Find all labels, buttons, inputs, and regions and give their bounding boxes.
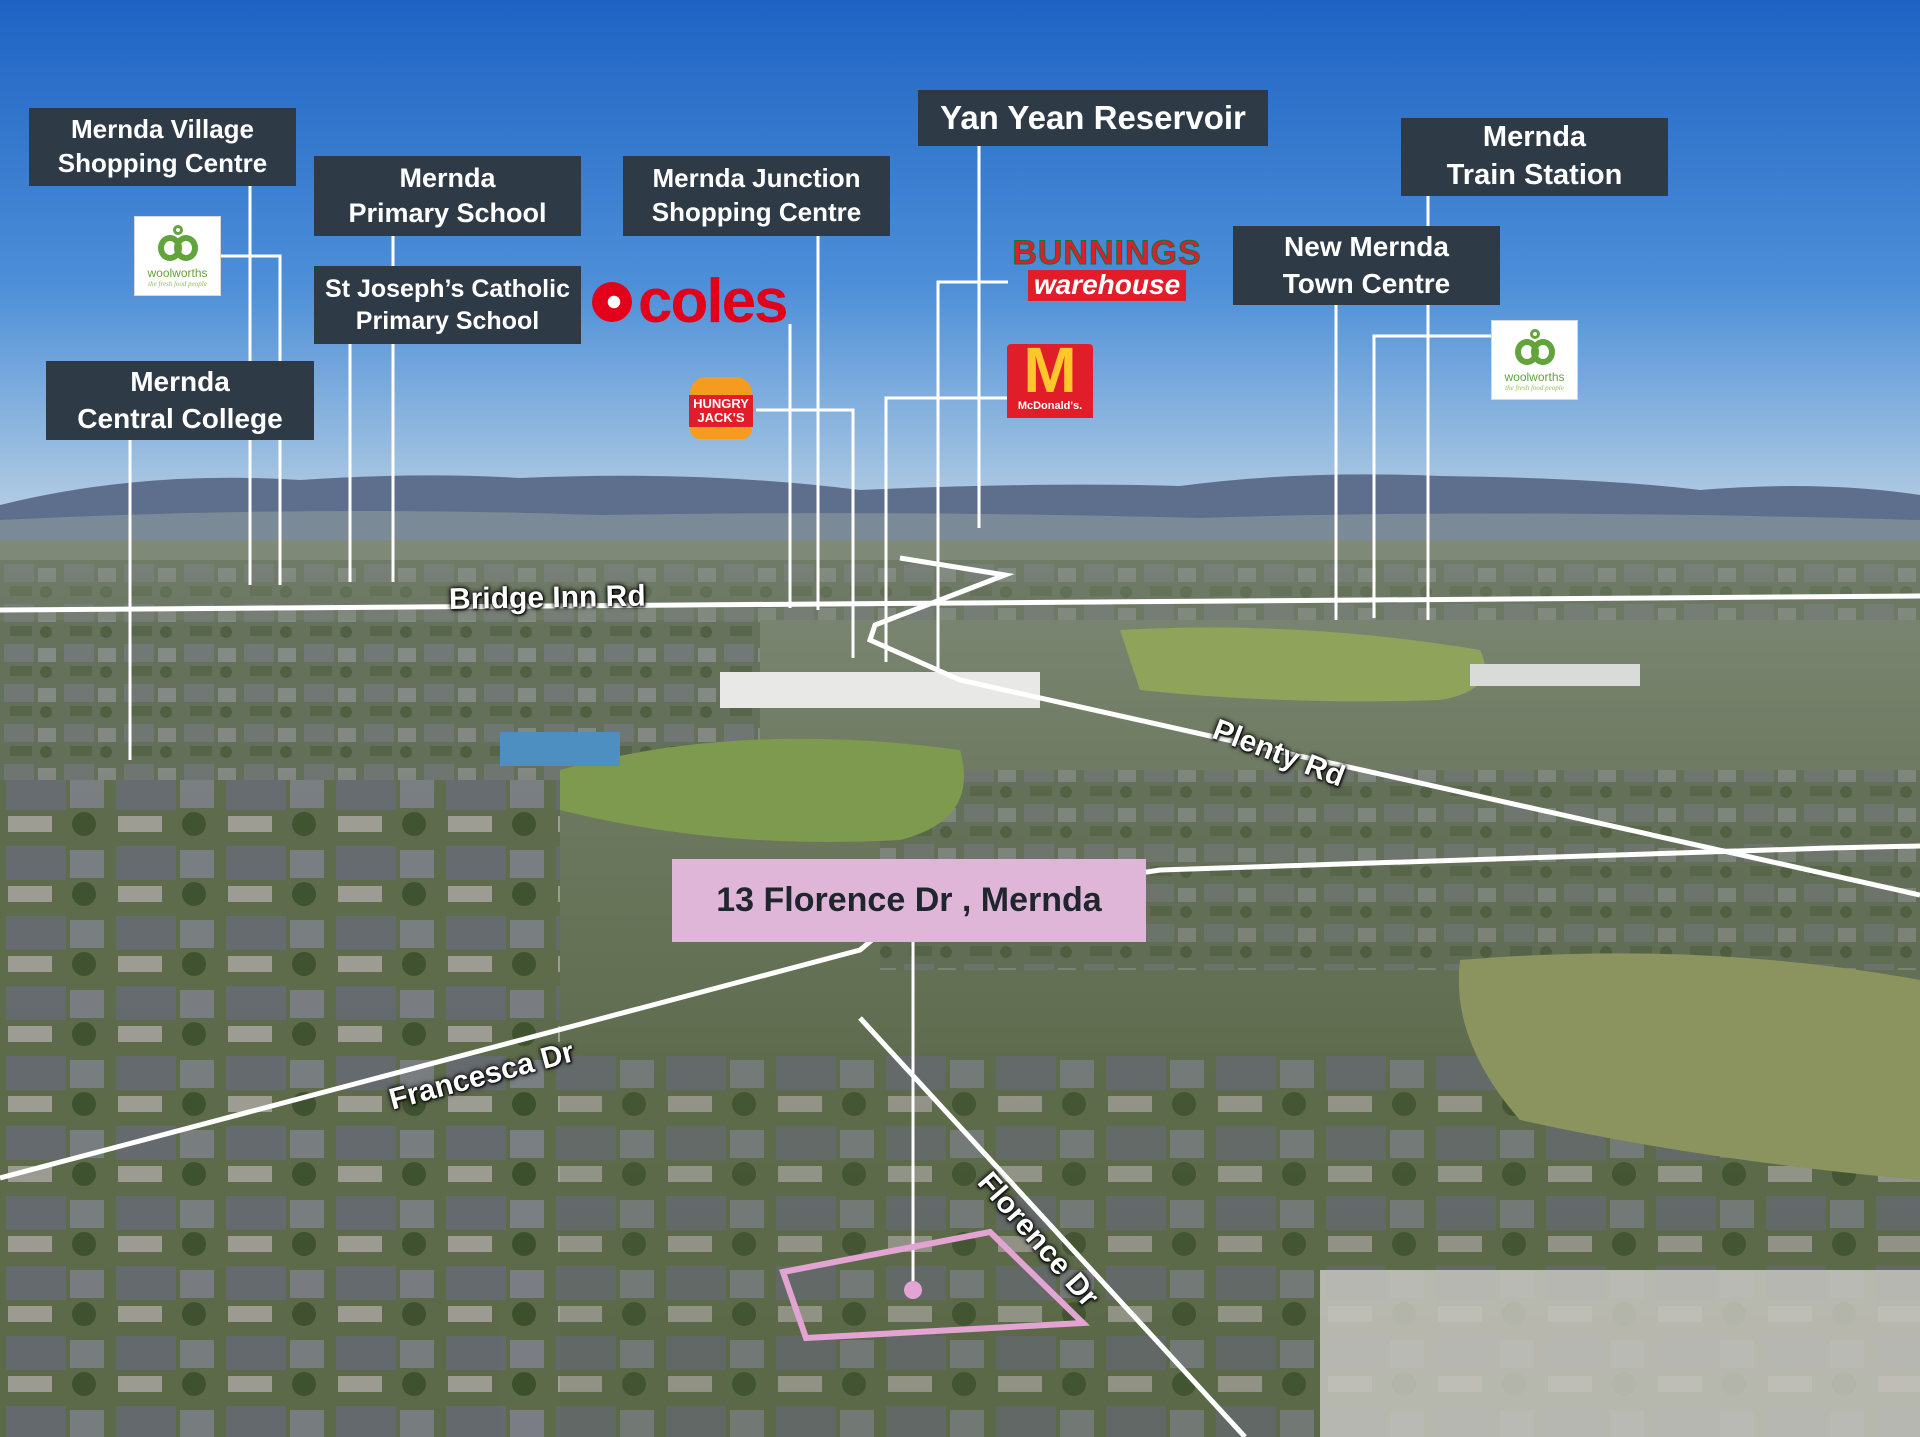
golden-arches-icon: M	[1007, 333, 1093, 406]
woolworths-apple-icon	[156, 224, 200, 263]
label-line: Town Centre	[1282, 267, 1451, 299]
coles-wordmark: coles	[638, 267, 789, 336]
road-label-bridge-inn-rd: Bridge Inn Rd	[448, 579, 646, 616]
burger-bun-icon	[690, 426, 752, 439]
label-line: Shopping Centre	[57, 148, 268, 178]
mcdonalds-logo: M McDonald's.	[1006, 333, 1094, 430]
coles-dot-icon	[592, 282, 632, 322]
bunnings-warehouse-logo: BUNNINGS warehouse	[1004, 236, 1210, 302]
warehouse-wordmark: warehouse	[1027, 269, 1187, 301]
woolworths-name: woolworths	[1504, 369, 1565, 384]
label-line: Yan Yean Reservoir	[940, 98, 1246, 136]
label-line: Shopping Centre	[651, 197, 862, 227]
hungry-jacks-line: JACK'S	[697, 410, 745, 425]
mcdonalds-wordmark: McDonald's.	[1007, 396, 1093, 418]
label-line: Mernda Junction	[652, 163, 861, 194]
label-yan-yean-reservoir: Yan Yean Reservoir	[918, 90, 1268, 146]
woolworths-apple-icon	[1513, 328, 1557, 367]
label-new-mernda-town-centre: New Mernda Town Centre	[1233, 226, 1500, 305]
label-mernda-junction-shopping-centre: Mernda Junction Shopping Centre	[623, 156, 890, 236]
bunnings-wordmark: BUNNINGS	[1012, 234, 1202, 272]
label-line: Mernda Village	[70, 114, 255, 145]
label-line: Mernda	[399, 162, 496, 193]
label-mernda-village-shopping-centre: Mernda Village Shopping Centre	[29, 108, 296, 186]
hungry-jacks-logo: HUNGRY JACK'S	[686, 374, 756, 442]
label-line: Mernda	[130, 366, 230, 398]
label-mernda-train-station: Mernda Train Station	[1401, 118, 1668, 196]
coles-logo: coles	[592, 270, 812, 334]
hungry-jacks-line: HUNGRY	[693, 396, 749, 412]
label-line: Train Station	[1446, 159, 1623, 191]
label-line: Central College	[77, 402, 283, 434]
burger-bun-icon	[690, 377, 752, 396]
label-mernda-primary-school: Mernda Primary School	[314, 156, 581, 236]
label-line: Primary School	[355, 307, 540, 335]
woolworths-tagline: the fresh food people	[1505, 383, 1564, 392]
golden-arches-mark: M	[1023, 333, 1077, 406]
woolworths-logo: woolworths the fresh food people	[134, 216, 221, 296]
property-address-label: 13 Florence Dr , Mernda	[672, 859, 1146, 942]
label-line: Mernda	[1482, 121, 1587, 154]
label-mernda-central-college: Mernda Central College	[46, 361, 314, 440]
label-line: Primary School	[348, 198, 547, 228]
woolworths-name: woolworths	[147, 265, 208, 280]
woolworths-logo: woolworths the fresh food people	[1491, 320, 1578, 400]
label-line: New Mernda	[1284, 231, 1449, 263]
woolworths-tagline: the fresh food people	[148, 279, 207, 288]
label-line: St Joseph’s Catholic	[325, 274, 570, 303]
label-st-josephs-catholic-primary-school: St Joseph’s Catholic Primary School	[314, 266, 581, 344]
hungry-jacks-wordmark: HUNGRY JACK'S	[689, 395, 753, 427]
